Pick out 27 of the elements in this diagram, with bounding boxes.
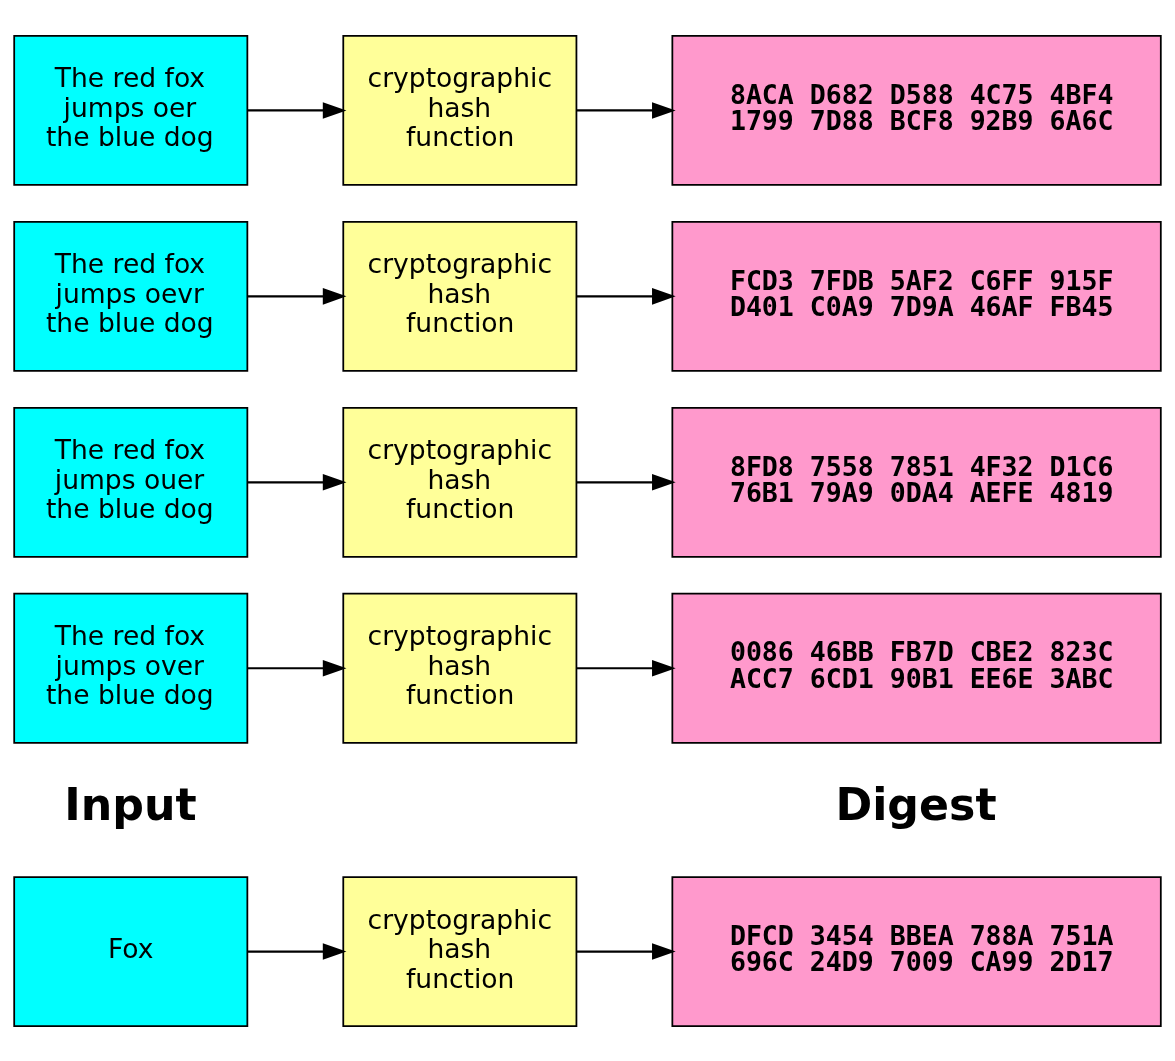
arrow (247, 473, 347, 491)
label: Input (64, 778, 197, 829)
node-box: cryptographic hash function (342, 406, 578, 558)
node-box: FCD3 7FDB 5AF2 C6FF 915F D401 C0A9 7D9A 46AF FB45 (671, 220, 1162, 372)
node-box: 8ACA D682 D588 4C75 4BF4 1799 7D88 BCF8 92B9 6A6C (671, 34, 1162, 186)
arrow (247, 942, 347, 960)
arrow (577, 473, 676, 491)
arrow (577, 287, 676, 305)
node-box: cryptographic hash function (342, 875, 578, 1027)
node-box: 0086 46BB FB7D CBE2 823C ACC7 6CD1 90B1 EE6E 3ABC (671, 592, 1162, 744)
node-box: The red fox jumps ouer the blue dog (13, 406, 249, 558)
node-box: The red fox jumps over the blue dog (13, 592, 249, 744)
node-box: cryptographic hash function (342, 34, 578, 186)
arrow (577, 659, 676, 676)
node-box: The red fox jumps oer the blue dog (13, 34, 249, 186)
arrow (577, 101, 676, 119)
label: Digest (835, 778, 997, 829)
arrow (577, 942, 676, 960)
node-box: 8FD8 7558 7851 4F32 D1C6 76B1 79A9 0DA4 AEFE 4819 (671, 406, 1162, 558)
node-box: cryptographic hash function (342, 220, 578, 372)
arrow (247, 287, 347, 305)
arrow (247, 101, 347, 119)
arrow (247, 659, 347, 676)
node-box: DFCD 3454 BBEA 788A 751A 696C 24D9 7009 CA99 2D17 (671, 875, 1162, 1027)
node-box: Fox (13, 875, 249, 1027)
node-box: cryptographic hash function (342, 592, 578, 744)
node-box: The red fox jumps oevr the blue dog (13, 220, 249, 372)
